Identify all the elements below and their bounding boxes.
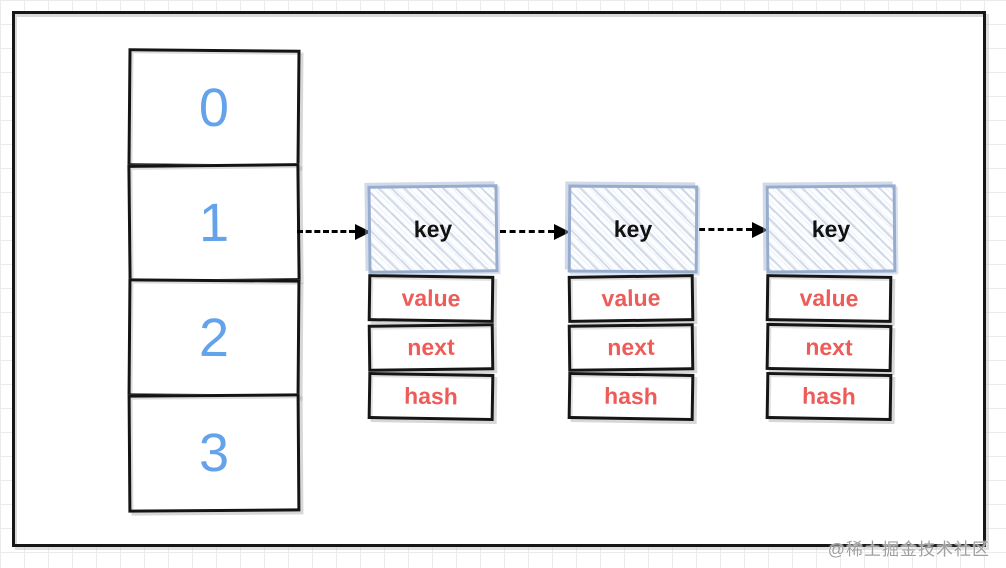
hash-label: hash [603,382,659,410]
next-label: next [407,333,455,361]
key-label: key [613,215,653,242]
bucket-index-label: 3 [198,422,230,484]
hash-label: hash [801,382,857,410]
next-label: next [805,333,853,361]
arrow-node1-to-node2 [500,223,570,240]
node-next-cell: next [765,322,893,373]
node-key-cell: key [567,184,699,274]
node-hash-cell: hash [765,372,893,421]
bucket-cell-3: 3 [127,393,301,513]
node-value-cell: value [765,274,893,323]
linked-list-node-2: key value next hash [567,184,700,421]
linked-list-node-3: key value next hash [765,184,898,421]
key-label: key [811,215,851,242]
watermark: @稀土掘金技术社区 [827,540,990,559]
value-label: value [799,284,859,312]
bucket-index-label: 2 [198,307,230,369]
bucket-cell-1: 1 [127,163,301,283]
bucket-array: 0 1 2 3 [127,48,301,513]
key-label: key [413,215,453,242]
bucket-index-label: 1 [198,192,230,254]
value-label: value [401,284,461,312]
linked-list-node-1: key value next hash [367,184,500,421]
arrow-bucket1-to-node1 [297,223,371,240]
node-next-cell: next [567,323,695,372]
node-hash-cell: hash [367,372,495,421]
node-key-cell: key [367,184,499,274]
bucket-index-label: 0 [198,77,230,139]
node-hash-cell: hash [567,372,695,421]
next-label: next [607,333,655,361]
hash-label: hash [403,382,459,410]
arrow-node2-to-node3 [699,221,768,238]
node-key-cell: key [765,184,897,274]
value-label: value [601,284,661,312]
node-next-cell: next [367,323,495,372]
node-value-cell: value [367,274,495,323]
bucket-cell-2: 2 [127,278,301,398]
bucket-cell-0: 0 [127,48,301,168]
node-value-cell: value [567,274,695,323]
